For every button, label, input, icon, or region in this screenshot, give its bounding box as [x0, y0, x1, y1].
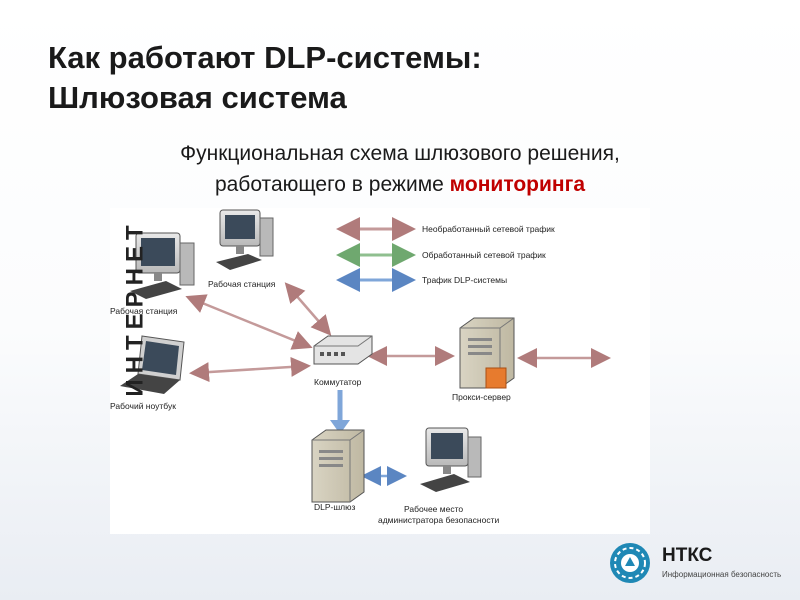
internet-label-graphic: ИНТЕРНЕТ — [121, 219, 148, 396]
arrow-switch-dlp — [330, 390, 350, 434]
title-line-1: Как работают DLP-системы: — [48, 40, 482, 75]
logo-name: НТКС — [662, 545, 713, 566]
internet-label: ИНТЕРНЕТ — [121, 219, 148, 396]
legend-raw-label: Необработанный сетевой трафик — [422, 224, 555, 234]
dlp-gateway-label: DLP-шлюз — [314, 502, 356, 512]
workstation-2-label: Рабочая станция — [208, 279, 276, 289]
switch-icon — [313, 335, 373, 365]
admin-workstation-icon — [420, 427, 482, 492]
subtitle-line-2-prefix: работающего в режиме — [214, 173, 450, 196]
arrow-ws2-switch — [284, 282, 332, 336]
admin-label-line-1: Рабочее место — [404, 504, 464, 514]
workstation-1-icon — [130, 232, 195, 299]
workstation-1-label: Рабочая станция — [110, 306, 178, 316]
network-diagram: Необработанный сетевой трафик Обработанн… — [110, 208, 650, 534]
diagram-graphics — [120, 209, 611, 503]
logo-tagline: Информационная безопасность — [662, 570, 782, 579]
legend-dlp-label: Трафик DLP-системы — [422, 275, 508, 285]
arrow-ws1-switch — [185, 294, 313, 350]
laptop-icon — [120, 335, 185, 394]
proxy-label: Прокси-сервер — [452, 392, 511, 402]
subtitle-line-1: Функциональная схема шлюзового решения, — [180, 142, 620, 165]
slide-subtitle: Функциональная схема шлюзового решения, … — [80, 138, 720, 200]
ntks-logo — [610, 543, 650, 583]
title-line-2: Шлюзовая система — [48, 80, 347, 115]
switch-label: Коммутатор — [314, 377, 362, 387]
laptop-label: Рабочий ноутбук — [110, 401, 176, 411]
ntks-emblem-icon — [610, 543, 650, 583]
proxy-server-icon — [459, 317, 515, 389]
subtitle-line-2: работающего в режиме мониторинга — [80, 169, 720, 200]
slide-title: Как работают DLP-системы: Шлюзовая систе… — [48, 38, 748, 118]
dlp-gateway-icon — [311, 429, 365, 503]
arrow-laptop-switch — [189, 356, 311, 383]
admin-label-line-2: администратора безопасности — [378, 515, 500, 525]
legend-processed-label: Обработанный сетевой трафик — [422, 250, 546, 260]
subtitle-highlight: мониторинга — [449, 173, 586, 196]
workstation-2-icon — [216, 209, 274, 270]
